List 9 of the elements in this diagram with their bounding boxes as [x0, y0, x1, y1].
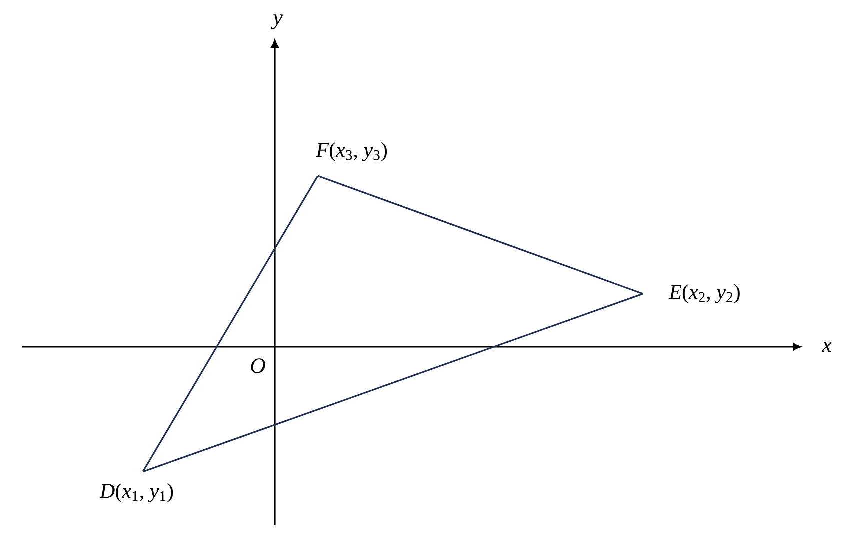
- origin-label: O: [251, 358, 266, 374]
- triangle-side: [318, 175, 644, 295]
- vertex-label: F(x$_{3}$, y$_{3}$): [316, 142, 387, 162]
- triangle-side: [142, 176, 319, 472]
- vertex-label: D(x$_{1}$, y$_{1}$): [100, 483, 174, 503]
- axis-label: x: [822, 342, 832, 352]
- axis-label: y: [271, 14, 283, 30]
- vertex-label: E(x$_{2}$, y$_{2}$): [668, 284, 740, 304]
- triangle-side: [142, 293, 644, 473]
